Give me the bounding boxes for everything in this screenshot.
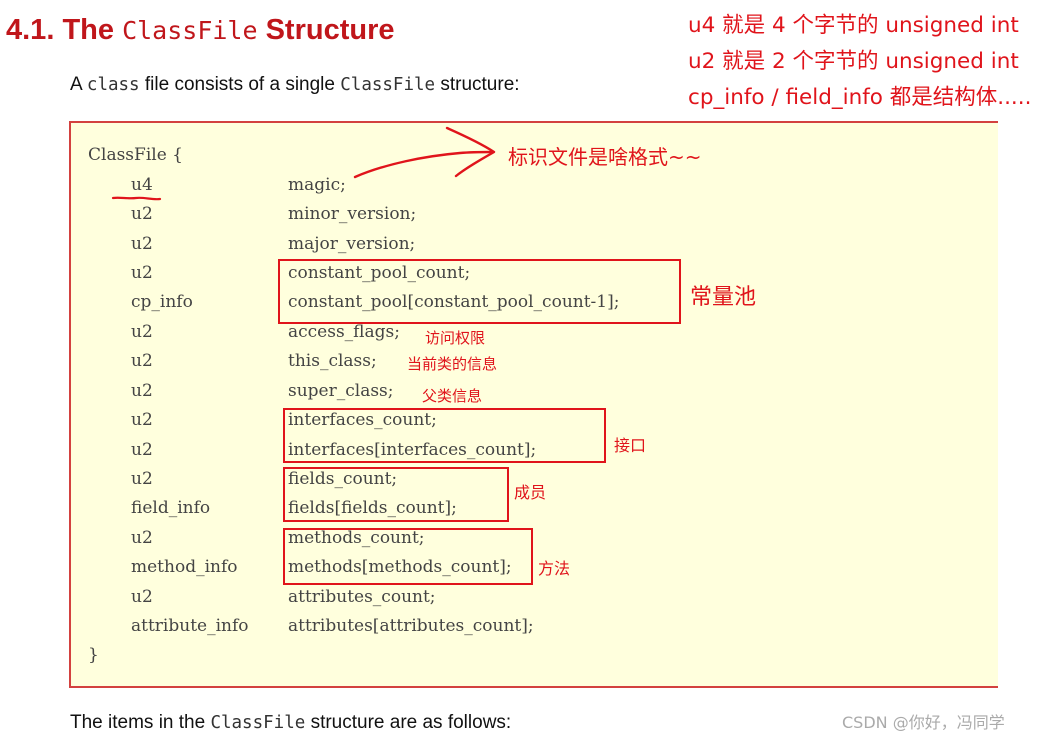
methods-annotation: 方法 (538, 559, 571, 578)
red-notes: u4 就是 4 个字节的 unsigned int u2 就是 2 个字节的 u… (688, 8, 1031, 116)
heading-classfile: ClassFile (122, 16, 258, 45)
code-type: u2 (131, 204, 153, 224)
interfaces-annotation: 接口 (614, 436, 647, 455)
code-type: u2 (131, 381, 153, 401)
code-type: u2 (131, 234, 153, 254)
code-type: u2 (131, 351, 153, 371)
code-close: } (88, 645, 99, 665)
section-heading: 4.1. The ClassFile Structure (6, 12, 395, 49)
interfaces-box (283, 408, 606, 463)
constant-pool-annotation: 常量池 (690, 285, 757, 310)
code-type: method_info (131, 557, 238, 577)
code-open: ClassFile { (88, 145, 183, 165)
super-class-annotation: 父类信息 (422, 387, 483, 405)
intro-classfile: ClassFile (340, 75, 436, 95)
note-u4: u4 就是 4 个字节的 unsigned int (688, 13, 1019, 38)
code-type: u2 (131, 587, 153, 607)
arrow-head (445, 126, 496, 178)
heading-number: 4.1. (6, 14, 55, 46)
code-field: fields_count; (288, 469, 398, 489)
outro-classfile: ClassFile (210, 713, 306, 733)
code-type: u2 (131, 528, 153, 548)
code-type: u2 (131, 410, 153, 430)
code-field: magic; (288, 175, 346, 195)
arrow-shaft (353, 150, 494, 179)
intro-end: structure: (440, 74, 520, 95)
code-field: access_flags; (288, 322, 400, 342)
outro-paragraph: The items in the ClassFile structure are… (70, 712, 511, 734)
intro-paragraph: A class file consists of a single ClassF… (70, 74, 520, 96)
fields-box (283, 467, 509, 522)
code-type: attribute_info (131, 616, 249, 636)
code-type: u2 (131, 322, 153, 342)
intro-class-keyword: class (86, 75, 140, 95)
constant-pool-box (278, 259, 681, 324)
code-field: constant_pool[constant_pool_count-1]; (288, 292, 620, 312)
csdn-watermark: CSDN @你好，冯同学 (842, 713, 1005, 732)
code-field: major_version; (288, 234, 416, 254)
access-annotation: 访问权限 (425, 329, 486, 347)
code-field: fields[fields_count]; (288, 498, 457, 518)
code-field: constant_pool_count; (288, 263, 471, 283)
code-field: attributes[attributes_count]; (288, 616, 534, 636)
fields-annotation: 成员 (514, 483, 547, 502)
intro-a: A (70, 74, 82, 95)
code-type: u2 (131, 440, 153, 460)
note-u2: u2 就是 2 个字节的 unsigned int (688, 49, 1019, 74)
code-type: u2 (131, 263, 153, 283)
outro-end: structure are as follows: (310, 712, 512, 733)
u4-underline (111, 196, 162, 201)
code-field: methods_count; (288, 528, 425, 548)
code-field: super_class; (288, 381, 394, 401)
this-class-annotation: 当前类的信息 (407, 355, 498, 373)
magic-annotation: 标识文件是啥格式~~ (508, 145, 702, 169)
code-field: attributes_count; (288, 587, 436, 607)
code-field: minor_version; (288, 204, 417, 224)
intro-middle: file consists of a single (144, 74, 335, 95)
code-type: field_info (131, 498, 211, 518)
code-type: u4 (131, 175, 153, 195)
code-type: cp_info (131, 292, 193, 312)
code-block (69, 121, 998, 688)
code-type: u2 (131, 469, 153, 489)
heading-the: The (62, 14, 114, 46)
code-field: this_class; (288, 351, 377, 371)
heading-structure: Structure (265, 14, 395, 46)
code-field: methods[methods_count]; (288, 557, 512, 577)
methods-box (283, 528, 533, 585)
outro-start: The items in the (70, 712, 206, 733)
code-field: interfaces[interfaces_count]; (288, 440, 537, 460)
code-field: interfaces_count; (288, 410, 437, 430)
note-structs: cp_info / field_info 都是结构体..... (688, 85, 1032, 110)
